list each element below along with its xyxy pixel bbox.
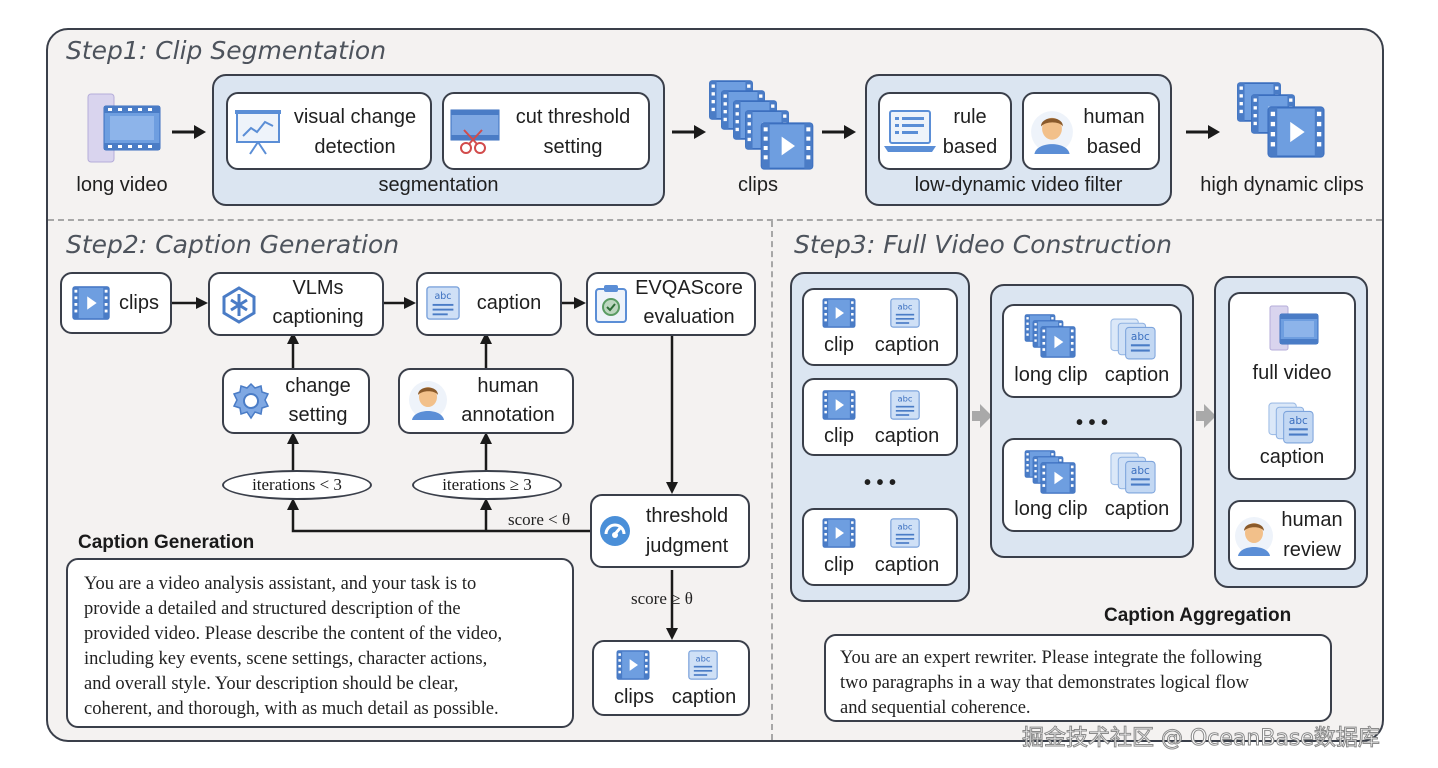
clips-label: clips	[737, 174, 778, 196]
play-clip-icon	[616, 650, 650, 680]
prompt-line: provided video. Please describe the cont…	[84, 624, 503, 644]
cut-threshold-label: cut threshold setting	[515, 106, 631, 158]
long-clip-icon	[1024, 450, 1078, 494]
evqascore-label: EVQAScore evaluation	[635, 277, 743, 328]
arrow-right	[672, 125, 706, 139]
video-filter-label: low-dynamic video filter	[914, 174, 1123, 196]
watermark: 掘金技术社区 @ OceanBase数据库	[1022, 726, 1381, 752]
caption-label: caption	[874, 334, 940, 356]
iterations-ge-oval: iterations ≥ 3	[412, 470, 562, 500]
abc-document-icon	[890, 518, 920, 548]
ellipsis: • • •	[863, 472, 897, 494]
step3-title: Step3: Full Video Construction	[794, 230, 1172, 259]
play-clip-icon	[822, 298, 856, 328]
arrow-right	[1186, 125, 1220, 139]
segmentation-label: segmentation	[378, 174, 499, 196]
prompt-line: two paragraphs in a way that demonstrate…	[840, 673, 1249, 693]
prompt-line: and overall style. Your description shou…	[84, 674, 459, 694]
human-review-label: human review	[1281, 509, 1343, 561]
prompt-line: provide a detailed and structured descri…	[84, 599, 461, 619]
clip-label: clip	[823, 334, 854, 356]
human-annotation-label: human annotation	[461, 375, 555, 426]
abc-document-icon	[426, 286, 460, 320]
step2-caption-label: caption	[476, 292, 542, 314]
prompt-line: and sequential coherence.	[840, 698, 1031, 718]
prompt-line: including key events, scene settings, ch…	[84, 649, 488, 669]
high-dynamic-clips-label: high dynamic clips	[1200, 174, 1364, 196]
play-clip-icon	[72, 286, 110, 320]
caption-generation-heading: Caption Generation	[78, 532, 255, 553]
multi-abc-icon	[1108, 318, 1158, 360]
iterations-lt-oval: iterations < 3	[222, 470, 372, 500]
divider-vertical	[771, 221, 773, 740]
gear-icon	[232, 382, 270, 420]
caption-label: caption	[874, 554, 940, 576]
clip-label: clip	[823, 425, 854, 447]
long-video-label: long video	[76, 174, 168, 196]
long-clip-icon	[1024, 314, 1078, 358]
gauge-icon	[600, 516, 630, 546]
multi-abc-icon	[1266, 402, 1316, 444]
threshold-judgment-box	[590, 494, 750, 568]
long-clip-label: long clip	[1014, 364, 1088, 386]
rule-based-label: rule based	[942, 106, 998, 158]
output-caption-label: caption	[671, 686, 737, 708]
arrow-right	[172, 125, 206, 139]
caption-generation-prompt-box: You are a video analysis assistant, and …	[66, 558, 574, 728]
caption-aggregation-heading: Caption Aggregation	[1104, 605, 1292, 626]
ellipsis: • • •	[1075, 412, 1109, 434]
vlm-star-icon	[222, 286, 256, 324]
visual-change-label: visual change detection	[293, 106, 417, 158]
human-review-box	[1228, 500, 1356, 570]
abc-document-icon	[890, 390, 920, 420]
chart-presentation-icon	[235, 110, 281, 155]
divider-horizontal	[48, 219, 1382, 221]
caption-label: caption	[1104, 498, 1170, 520]
score-ge-label: score ≥ θ	[631, 589, 693, 608]
abc-document-icon	[688, 650, 718, 680]
full-caption-label: caption	[1259, 446, 1325, 468]
output-clips-label: clips	[613, 686, 654, 708]
caption-label: caption	[1104, 364, 1170, 386]
prompt-line: coherent, and thorough, with as much det…	[84, 699, 499, 719]
film-strip-icon	[1269, 305, 1319, 351]
step2-title: Step2: Caption Generation	[66, 230, 400, 259]
vlms-captioning-label: VLMs captioning	[272, 277, 364, 328]
person-avatar-icon	[1234, 516, 1274, 556]
multi-abc-icon	[1108, 452, 1158, 494]
step1-title: Step1: Clip Segmentation	[66, 36, 387, 65]
prompt-line: You are an expert rewriter. Please integ…	[840, 648, 1262, 668]
grey-arrow-icon	[972, 404, 992, 428]
grey-arrow-icon	[1196, 404, 1216, 428]
play-clip-icon	[822, 390, 856, 420]
prompt-line: You are a video analysis assistant, and …	[84, 574, 477, 594]
film-strip-icon	[87, 93, 161, 163]
human-based-label: human based	[1083, 106, 1145, 158]
long-clip-label: long clip	[1014, 498, 1088, 520]
laptop-icon	[884, 110, 936, 152]
scissors-icon	[450, 109, 500, 154]
play-clip-icon	[822, 518, 856, 548]
caption-aggregation-prompt-box: You are an expert rewriter. Please integ…	[824, 634, 1332, 722]
arrow-right	[822, 125, 856, 139]
score-lt-label: score < θ	[508, 510, 571, 529]
full-video-label: full video	[1252, 362, 1332, 384]
clipboard-check-icon	[595, 285, 627, 323]
step2-clips-label: clips	[118, 292, 159, 314]
change-setting-label: change setting	[285, 375, 351, 426]
threshold-judgment-label: threshold judgment	[645, 505, 729, 557]
abc-document-icon	[890, 298, 920, 328]
person-avatar-icon	[408, 380, 448, 420]
caption-label: caption	[874, 425, 940, 447]
clip-label: clip	[823, 554, 854, 576]
